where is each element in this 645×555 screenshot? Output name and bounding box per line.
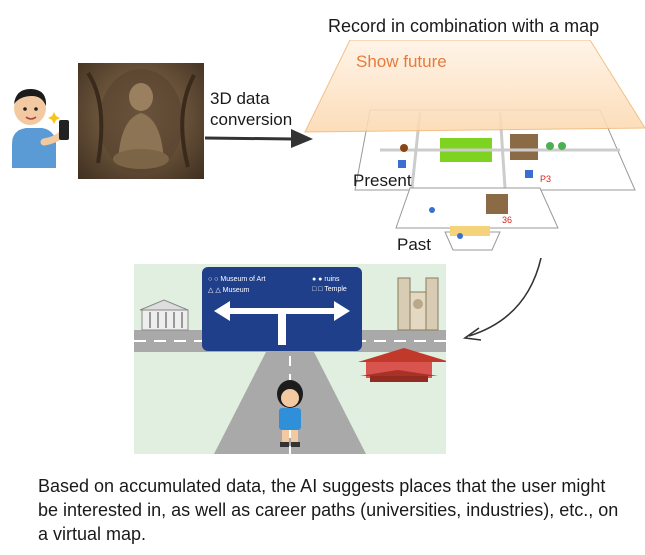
conversion-line-2: conversion [210,110,293,129]
temple-label: Temple [324,286,347,293]
direction-sign: ○ ○ Museum of Art △ △ Museum ● ● ruins □… [202,267,362,351]
conversion-line-1: 3D data [210,89,270,108]
two-way-arrow-icon [214,301,350,345]
stone-buddha-photo [78,63,204,179]
cathedral-building-icon [397,277,439,331]
conversion-label: 3D data conversion [210,88,292,130]
conversion-arrow [205,129,313,148]
museum-of-art-label: Museum of Art [220,276,266,283]
past-map-layer [395,187,559,229]
museum-label: Museum [222,287,250,294]
virtual-map-scene: ○ ○ Museum of Art △ △ Museum ● ● ruins □… [134,264,446,454]
museum-building-icon [139,299,189,331]
caption-text: Based on accumulated data, the AI sugges… [38,476,619,544]
sign-right-top: ● ● ruins [312,276,340,283]
child-figure-icon [277,380,303,447]
past-layer-label: Past [397,235,432,254]
circle-marks-icon: ○ ○ [208,276,219,283]
future-layer-label: Show future [356,52,447,71]
photo-marker-present [510,134,538,160]
suggestion-arrow [462,257,542,341]
square-marks-icon: □ □ [312,286,323,293]
triangle-marks-icon: △ △ [208,287,221,294]
layered-map-diagram: P3 36 [304,40,645,251]
ruins-label: ruins [324,276,340,283]
future-map-layer [304,40,645,133]
diagram-title: Record in combination with a map [328,16,600,36]
photo-marker-past [486,194,508,214]
sign-right-bottom: □ □ Temple [312,286,347,293]
sign-left-bottom: △ △ Museum [208,286,250,294]
person-with-phone-illustration [12,88,69,168]
map-label-p3: P3 [540,174,551,184]
map-label-36: 36 [502,215,512,225]
stone-carving-image [86,69,196,173]
present-layer-label: Present [353,171,412,190]
dot-marks-icon: ● ● [312,276,323,283]
sign-left-top: ○ ○ Museum of Art [208,276,266,283]
temple-building-icon [358,348,446,382]
